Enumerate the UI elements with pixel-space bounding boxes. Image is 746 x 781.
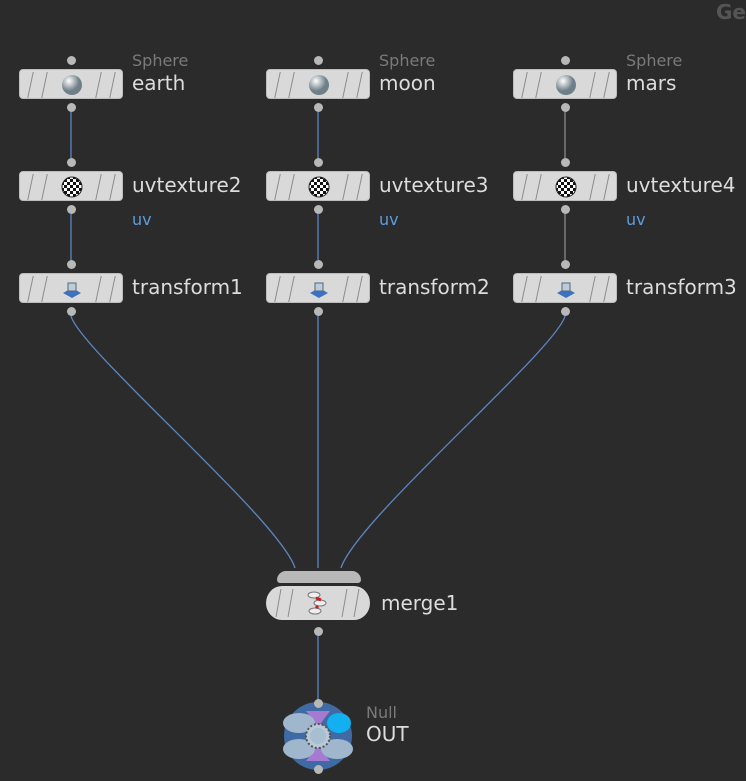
wire <box>70 315 296 569</box>
checker-sphere-icon <box>308 176 330 198</box>
node-type-moon: Sphere <box>379 51 436 70</box>
node-name-out[interactable]: OUT <box>366 722 409 746</box>
node-name-uvtexture4[interactable]: uvtexture4 <box>626 173 736 197</box>
node-flag-uvtexture2: uv <box>132 210 152 229</box>
node-transform1[interactable] <box>19 273 123 303</box>
node-name-transform1[interactable]: transform1 <box>132 275 243 299</box>
network-context-label: Ge <box>716 0 746 24</box>
node-transform2[interactable] <box>266 273 370 303</box>
moon-input-connector[interactable] <box>314 56 323 65</box>
merge-icon <box>307 591 327 615</box>
node-name-transform2[interactable]: transform2 <box>379 275 490 299</box>
node-name-moon[interactable]: moon <box>379 71 436 95</box>
node-name-mars[interactable]: mars <box>626 71 677 95</box>
node-flag-uvtexture4: uv <box>626 210 646 229</box>
transform3-output-connector[interactable] <box>561 307 570 316</box>
node-type-earth: Sphere <box>132 51 189 70</box>
node-name-transform3[interactable]: transform3 <box>626 275 737 299</box>
mars-output-connector[interactable] <box>561 103 570 112</box>
out-input-connector[interactable] <box>314 699 323 708</box>
moon-output-connector[interactable] <box>314 103 323 112</box>
node-mars[interactable] <box>513 69 617 99</box>
uvtexture3-input-connector[interactable] <box>314 158 323 167</box>
transform-icon <box>557 282 575 298</box>
node-transform3[interactable] <box>513 273 617 303</box>
node-uvtexture4[interactable] <box>513 171 617 201</box>
wire <box>340 315 566 569</box>
earth-input-connector[interactable] <box>67 56 76 65</box>
transform1-output-connector[interactable] <box>67 307 76 316</box>
node-merge1[interactable] <box>266 586 370 620</box>
merge-input-bar[interactable] <box>277 571 361 583</box>
node-uvtexture3[interactable] <box>266 171 370 201</box>
merge1-output-connector[interactable] <box>314 627 323 636</box>
node-name-merge1[interactable]: merge1 <box>381 591 459 615</box>
sphere-icon <box>556 75 576 95</box>
earth-output-connector[interactable] <box>67 103 76 112</box>
out-output-connector[interactable] <box>314 765 323 774</box>
uvtexture2-input-connector[interactable] <box>67 158 76 167</box>
sphere-icon <box>309 75 329 95</box>
node-name-earth[interactable]: earth <box>132 71 186 95</box>
node-earth[interactable] <box>19 69 123 99</box>
node-uvtexture2[interactable] <box>19 171 123 201</box>
transform-icon <box>63 282 81 298</box>
checker-sphere-icon <box>61 176 83 198</box>
transform1-input-connector[interactable] <box>67 260 76 269</box>
node-type-out: Null <box>366 703 397 722</box>
uvtexture4-output-connector[interactable] <box>561 205 570 214</box>
transform2-input-connector[interactable] <box>314 260 323 269</box>
transform-icon <box>310 282 328 298</box>
uvtexture2-output-connector[interactable] <box>67 205 76 214</box>
sphere-icon <box>62 75 82 95</box>
uvtexture4-input-connector[interactable] <box>561 158 570 167</box>
node-name-uvtexture3[interactable]: uvtexture3 <box>379 173 489 197</box>
node-moon[interactable] <box>266 69 370 99</box>
mars-input-connector[interactable] <box>561 56 570 65</box>
uvtexture3-output-connector[interactable] <box>314 205 323 214</box>
node-type-mars: Sphere <box>626 51 683 70</box>
transform3-input-connector[interactable] <box>561 260 570 269</box>
transform2-output-connector[interactable] <box>314 307 323 316</box>
node-flag-uvtexture3: uv <box>379 210 399 229</box>
checker-sphere-icon <box>555 176 577 198</box>
node-name-uvtexture2[interactable]: uvtexture2 <box>132 173 242 197</box>
null-icon[interactable] <box>281 699 355 773</box>
